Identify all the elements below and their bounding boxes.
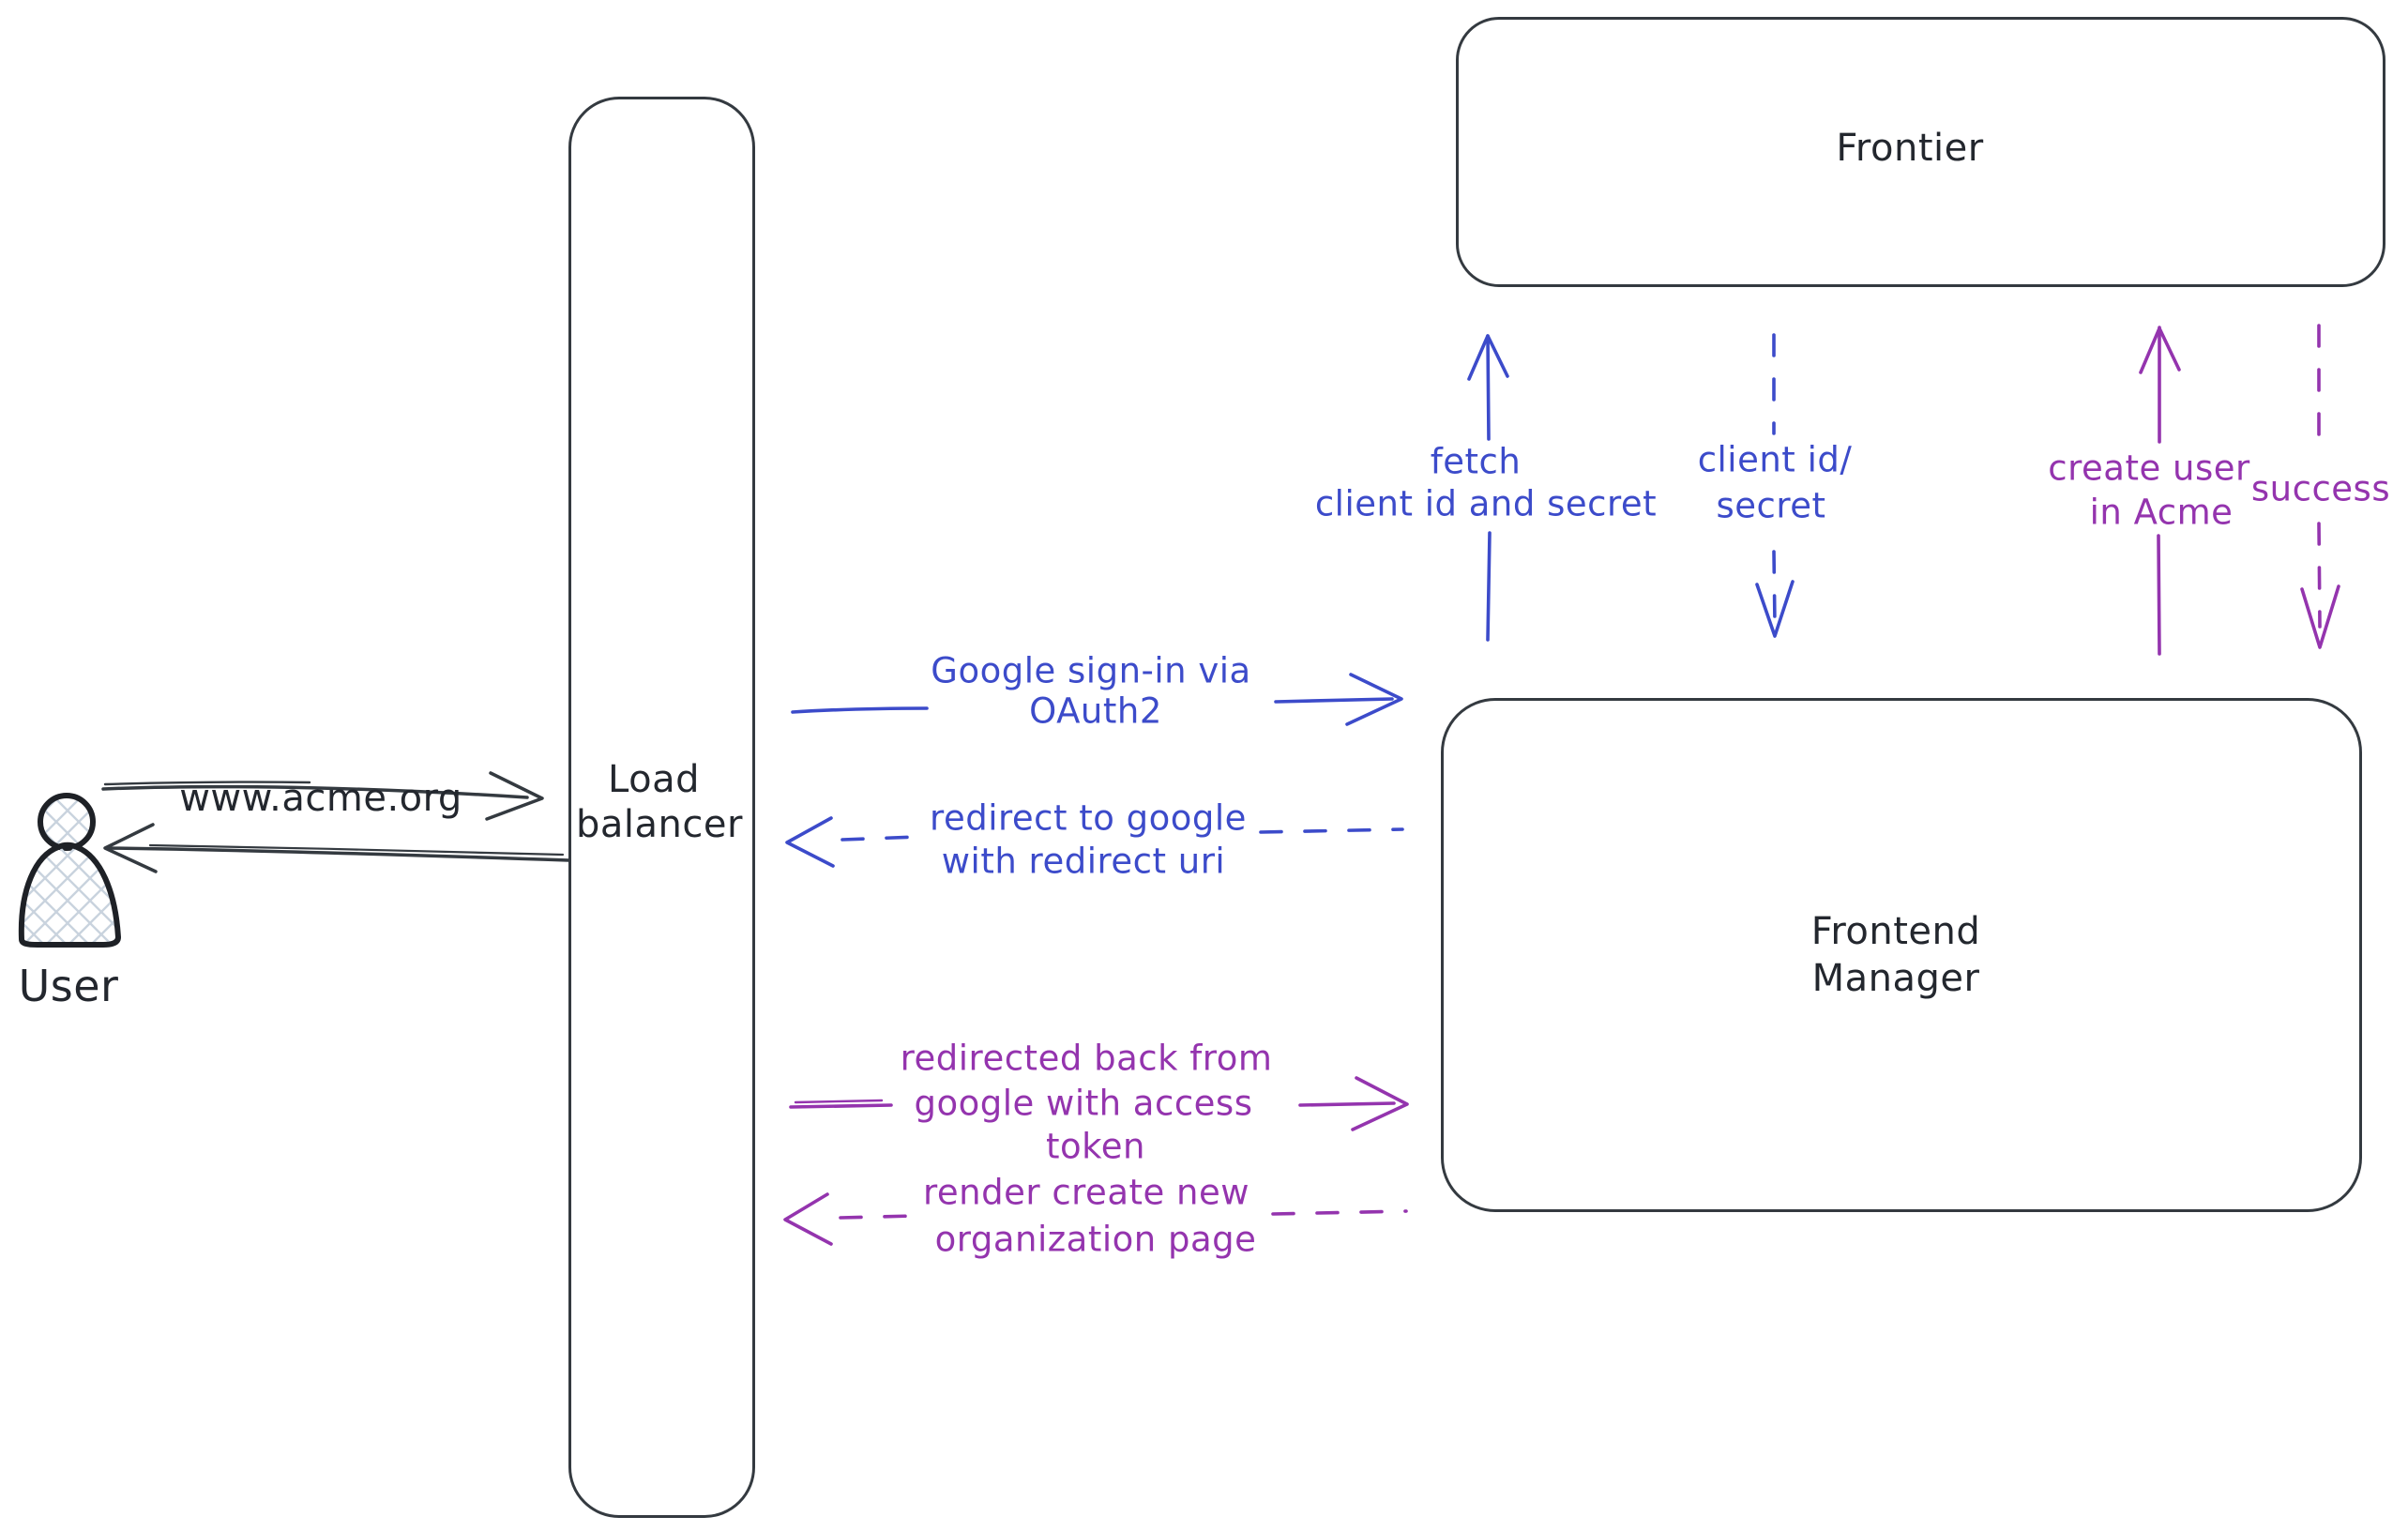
redirected-back-label-line1: redirected back from (900, 1038, 1273, 1079)
frontier-label: Frontier (1836, 127, 1984, 170)
client-id-secret-label-line1: client id/ (1697, 439, 1853, 480)
google-signin-label-line2: OAuth2 (1029, 690, 1162, 732)
create-user-label-line1: create user (2048, 447, 2250, 489)
load-balancer-node (568, 97, 755, 1518)
success-dashed-arrow (2300, 324, 2340, 649)
redirected-back-arrow (789, 1076, 1409, 1131)
frontend-manager-label-line1: Frontend (1810, 910, 1981, 953)
redirect-dashed-arrow (785, 816, 1404, 868)
client-secret-dashed-arrow (1755, 333, 1795, 638)
create-user-label-line2: in Acme (2089, 492, 2234, 533)
create-user-arrow (2139, 326, 2181, 656)
www-request-label: www.acme.org (179, 777, 462, 820)
render-org-page-label-line1: render create new (922, 1172, 1250, 1213)
www-request-arrow (101, 771, 544, 821)
redirected-back-label-line3: token (1046, 1126, 1145, 1167)
load-balancer-label-line1: Load (608, 758, 700, 801)
response-arrow (103, 823, 570, 873)
frontend-manager-node (1441, 698, 2362, 1212)
user-label: User (18, 961, 119, 1011)
redirected-back-label-line2: google with access (914, 1083, 1253, 1124)
render-page-dashed-arrow (783, 1192, 1408, 1246)
load-balancer-label-line2: balancer (576, 803, 743, 846)
redirect-to-google-label-line1: redirect to google (930, 797, 1247, 839)
success-label: success (2250, 468, 2391, 509)
google-signin-label-line1: Google sign-in via (931, 650, 1251, 691)
fetch-client-secret-label-line2: client id and secret (1314, 483, 1658, 524)
frontier-node (1456, 17, 2385, 287)
fetch-client-secret-label-line1: fetch (1430, 441, 1522, 482)
user-icon (18, 793, 121, 948)
redirect-to-google-label-line2: with redirect uri (941, 841, 1226, 882)
fetch-secret-arrow (1467, 334, 1509, 642)
frontend-manager-label-line2: Manager (1811, 957, 1980, 1000)
client-id-secret-label-line2: secret (1716, 485, 1826, 526)
google-signin-arrow (791, 673, 1403, 726)
render-org-page-label-line2: organization page (934, 1219, 1257, 1260)
